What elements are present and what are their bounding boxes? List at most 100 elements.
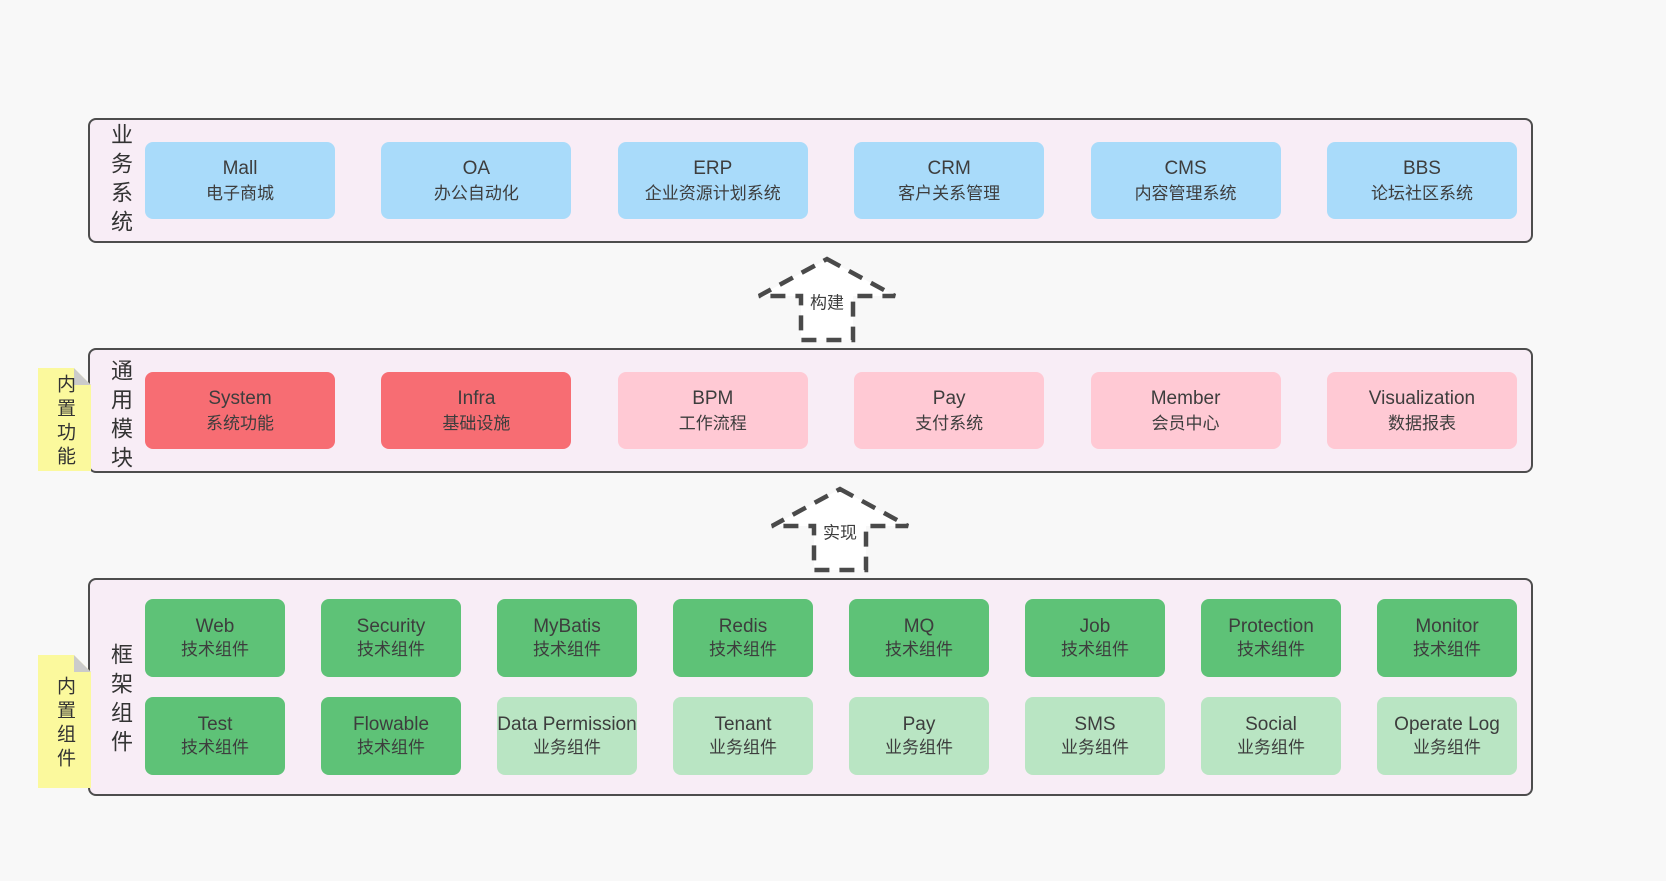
arrow-implement-label: 实现 — [820, 517, 860, 545]
box-infra: Infra 基础设施 — [381, 372, 572, 449]
components-row-2: Test 技术组件 Flowable 技术组件 Data Permission … — [145, 697, 1517, 775]
box-title: System — [208, 387, 272, 409]
box-subtitle: 客户关系管理 — [898, 183, 1001, 203]
box-pay-module: Pay 支付系统 — [854, 372, 1045, 449]
box-subtitle: 业务组件 — [885, 738, 953, 757]
box-title: Job — [1079, 616, 1111, 637]
box-title: Protection — [1228, 616, 1314, 637]
box-subtitle: 工作流程 — [678, 413, 747, 433]
box-subtitle: 业务组件 — [1061, 738, 1129, 757]
box-crm: CRM 客户关系管理 — [854, 142, 1045, 219]
box-subtitle: 技术组件 — [885, 640, 953, 659]
up-arrow-icon: 实现 — [765, 485, 915, 575]
box-title: CRM — [927, 157, 971, 179]
box-subtitle: 论坛社区系统 — [1370, 183, 1473, 203]
box-bpm: BPM 工作流程 — [617, 372, 808, 449]
sticky-note-builtin-components: 内置组件 — [38, 655, 91, 788]
box-title: Infra — [457, 387, 496, 409]
box-subtitle: 系统功能 — [206, 413, 274, 433]
box-member: Member 会员中心 — [1090, 372, 1281, 449]
box-subtitle: 业务组件 — [709, 738, 777, 757]
box-subtitle: 会员中心 — [1151, 413, 1220, 433]
box-social: Social 业务组件 — [1201, 697, 1341, 775]
box-title: Web — [195, 616, 235, 637]
box-subtitle: 技术组件 — [357, 738, 425, 757]
box-title: Pay — [932, 387, 966, 409]
box-title: Monitor — [1415, 616, 1479, 637]
box-title: Test — [197, 714, 233, 735]
box-subtitle: 支付系统 — [915, 413, 984, 433]
box-tenant: Tenant 业务组件 — [673, 697, 813, 775]
box-oa: OA 办公自动化 — [381, 142, 572, 219]
box-title: Flowable — [352, 714, 430, 735]
box-mall: Mall 电子商城 — [145, 142, 335, 219]
box-title: OA — [462, 157, 491, 179]
box-title: Tenant — [714, 714, 772, 735]
box-subtitle: 技术组件 — [357, 640, 425, 659]
box-subtitle: 技术组件 — [1237, 640, 1305, 659]
box-flowable: Flowable 技术组件 — [321, 697, 461, 775]
box-title: MyBatis — [533, 616, 601, 637]
arrow-build-label: 构建 — [807, 287, 847, 315]
section-common-modules: 通用模块 System 系统功能 Infra 基础设施 BPM 工作流程 Pay… — [88, 348, 1533, 475]
box-test: Test 技术组件 — [145, 697, 285, 775]
box-subtitle: 技术组件 — [1061, 640, 1129, 659]
box-data-permission: Data Permission 业务组件 — [497, 697, 637, 775]
box-job: Job 技术组件 — [1025, 599, 1165, 677]
box-system: System 系统功能 — [145, 372, 335, 449]
box-title: Mall — [222, 157, 258, 179]
box-visualization: Visualization 数据报表 — [1326, 372, 1517, 449]
box-security: Security 技术组件 — [321, 599, 461, 677]
box-subtitle: 基础设施 — [442, 413, 511, 433]
box-cms: CMS 内容管理系统 — [1090, 142, 1281, 219]
box-subtitle: 业务组件 — [1237, 738, 1305, 757]
note-label: 内置组件 — [54, 676, 75, 773]
box-subtitle: 技术组件 — [533, 640, 601, 659]
section-business-label: 业务系统 — [108, 122, 133, 239]
box-subtitle: 内容管理系统 — [1134, 183, 1237, 203]
box-redis: Redis 技术组件 — [673, 599, 813, 677]
box-title: Operate Log — [1394, 714, 1500, 735]
box-bbs: BBS 论坛社区系统 — [1326, 142, 1517, 219]
box-mybatis: MyBatis 技术组件 — [497, 599, 637, 677]
box-operate-log: Operate Log 业务组件 — [1377, 697, 1517, 775]
box-mq: MQ 技术组件 — [849, 599, 989, 677]
box-title: Redis — [718, 616, 768, 637]
box-protection: Protection 技术组件 — [1201, 599, 1341, 677]
box-title: Visualization — [1368, 387, 1476, 409]
box-subtitle: 技术组件 — [709, 640, 777, 659]
box-title: BPM — [692, 387, 734, 409]
box-title: BBS — [1402, 157, 1441, 179]
box-subtitle: 数据报表 — [1387, 413, 1456, 433]
business-box-row: Mall 电子商城 OA 办公自动化 ERP 企业资源计划系统 CRM 客户关系… — [145, 120, 1517, 241]
box-subtitle: 技术组件 — [181, 738, 249, 757]
modules-box-row: System 系统功能 Infra 基础设施 BPM 工作流程 Pay 支付系统… — [145, 350, 1517, 471]
box-title: Security — [356, 616, 426, 637]
box-pay-component: Pay 业务组件 — [849, 697, 989, 775]
box-sms: SMS 业务组件 — [1025, 697, 1165, 775]
box-subtitle: 电子商城 — [206, 183, 274, 203]
box-subtitle: 业务组件 — [1413, 738, 1481, 757]
box-monitor: Monitor 技术组件 — [1377, 599, 1517, 677]
box-title: Data Permission — [497, 714, 637, 735]
box-web: Web 技术组件 — [145, 599, 285, 677]
section-business-systems: 业务系统 Mall 电子商城 OA 办公自动化 ERP 企业资源计划系统 CRM… — [88, 118, 1533, 243]
box-title: Social — [1245, 714, 1297, 735]
box-title: Member — [1150, 387, 1221, 409]
section-modules-label: 通用模块 — [108, 358, 133, 475]
box-title: Pay — [902, 714, 936, 735]
box-subtitle: 技术组件 — [181, 640, 249, 659]
section-framework-components: 框架组件 Web 技术组件 Security 技术组件 MyBatis 技术组件… — [88, 578, 1533, 796]
section-components-label: 框架组件 — [108, 643, 133, 759]
components-grid: Web 技术组件 Security 技术组件 MyBatis 技术组件 Redi… — [145, 580, 1517, 794]
box-subtitle: 业务组件 — [533, 738, 601, 757]
box-title: CMS — [1164, 157, 1207, 179]
box-subtitle: 企业资源计划系统 — [644, 183, 781, 203]
box-subtitle: 技术组件 — [1413, 640, 1481, 659]
box-erp: ERP 企业资源计划系统 — [617, 142, 808, 219]
box-title: SMS — [1074, 714, 1116, 735]
sticky-note-builtin-features: 内置功能 — [38, 368, 91, 471]
box-title: ERP — [693, 157, 733, 179]
box-subtitle: 办公自动化 — [433, 183, 519, 203]
box-title: MQ — [903, 616, 935, 637]
